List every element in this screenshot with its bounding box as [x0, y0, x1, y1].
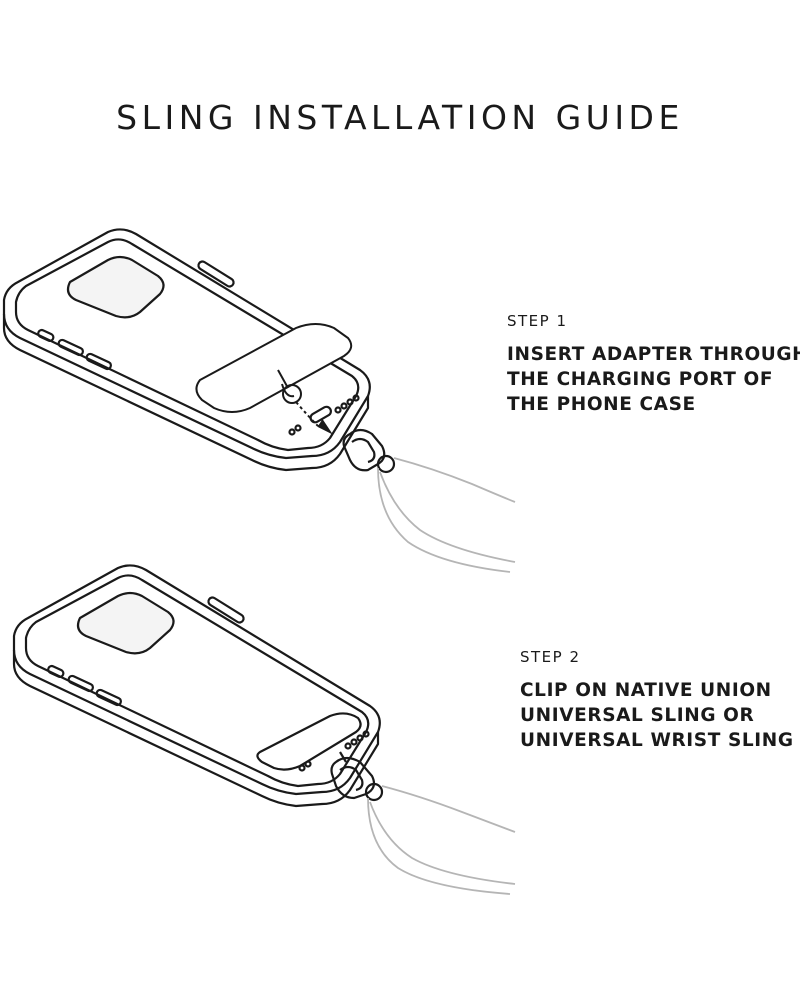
- step1-phone-case: [2, 228, 371, 472]
- step2-strap: [367, 785, 516, 895]
- case-inner-rim: [24, 574, 370, 788]
- side-button-1: [207, 596, 245, 624]
- case-side: [2, 314, 370, 472]
- step1-instruction: INSERT ADAPTER THROUGH THE CHARGING PORT…: [507, 342, 800, 417]
- case-inner-rim: [14, 238, 360, 452]
- step1-line: THE PHONE CASE: [507, 394, 696, 415]
- adapter-ring-icon: [282, 384, 302, 404]
- step1-illustration: [2, 228, 516, 573]
- step2-line: UNIVERSAL WRIST SLING: [520, 730, 794, 751]
- step1-strap: [377, 457, 516, 573]
- insert-arrow-icon: [317, 419, 333, 435]
- charging-port-icon: [309, 405, 332, 424]
- side-button-3: [67, 674, 94, 693]
- step1-adapter-card: [195, 323, 353, 435]
- page-title: SLING INSTALLATION GUIDE: [116, 98, 684, 137]
- step2-instruction: CLIP ON NATIVE UNION UNIVERSAL SLING OR …: [520, 678, 794, 753]
- side-button-4: [95, 688, 122, 707]
- speaker-holes-icon: [288, 394, 360, 436]
- step2-line: UNIVERSAL SLING OR: [520, 705, 755, 726]
- step1-clip-icon: [342, 428, 396, 474]
- camera-cutout-icon: [76, 591, 175, 655]
- step2-phone-case: [12, 564, 381, 808]
- installed-adapter-card: [256, 712, 362, 771]
- step1-label: STEP 1: [507, 312, 568, 330]
- step2-line: CLIP ON NATIVE UNION: [520, 680, 772, 701]
- side-button-2: [47, 664, 65, 678]
- case-side: [12, 650, 380, 808]
- side-button-4: [85, 352, 112, 371]
- step2-illustration: [12, 564, 516, 895]
- camera-cutout-icon: [66, 255, 165, 319]
- side-button-1: [197, 260, 235, 288]
- step2-clip-icon: [330, 751, 384, 802]
- step2-label: STEP 2: [520, 648, 581, 666]
- step1-line: THE CHARGING PORT OF: [507, 369, 774, 390]
- side-button-2: [37, 328, 55, 342]
- side-button-3: [57, 338, 84, 357]
- step1-line: INSERT ADAPTER THROUGH: [507, 344, 800, 365]
